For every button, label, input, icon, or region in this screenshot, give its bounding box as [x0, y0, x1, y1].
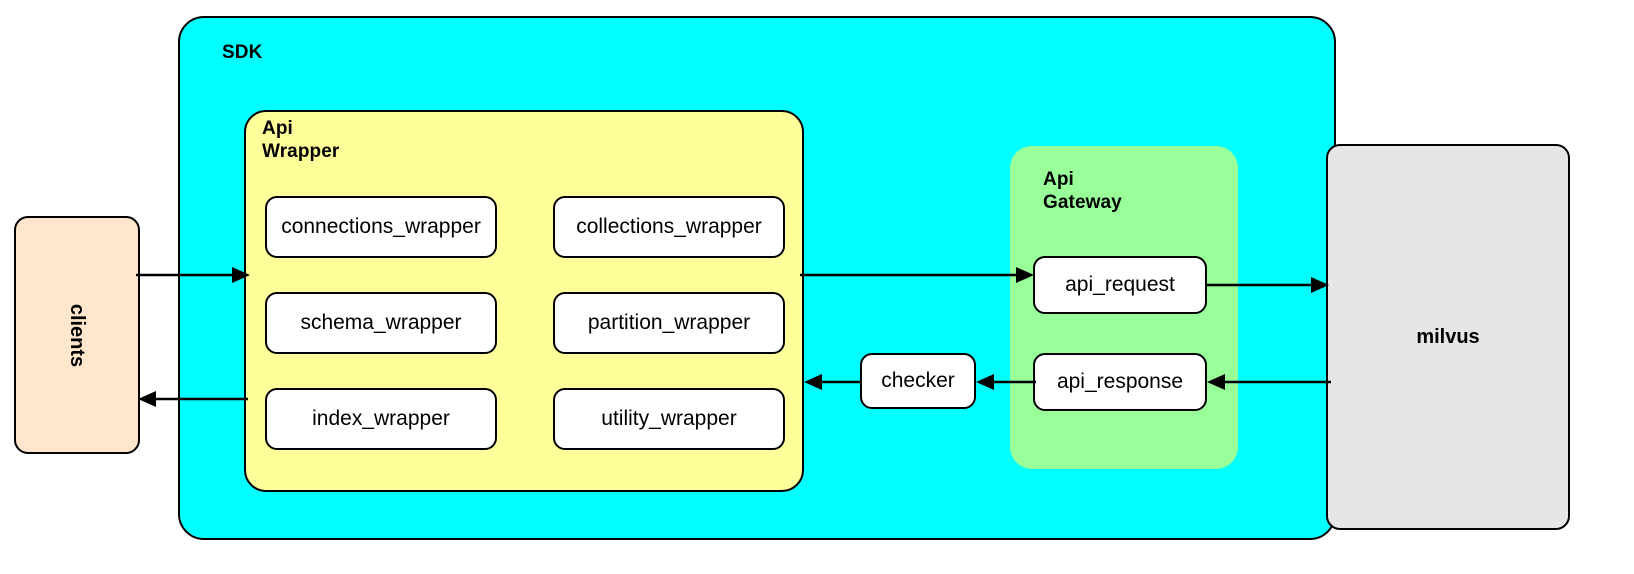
container-sdk-label: SDK	[222, 42, 263, 63]
node-checker[interactable]: checker	[860, 353, 976, 409]
node-index-wrapper[interactable]: index_wrapper	[265, 388, 497, 450]
actor-milvus-label: milvus	[1416, 325, 1480, 348]
node-collections-wrapper[interactable]: collections_wrapper	[553, 196, 785, 258]
node-api-request[interactable]: api_request	[1033, 256, 1207, 314]
node-api-response[interactable]: api_response	[1033, 353, 1207, 411]
node-index-wrapper-label: index_wrapper	[312, 407, 450, 430]
container-api-gateway-label: Api Gateway	[1043, 169, 1122, 214]
container-api-wrapper-label: Api Wrapper	[262, 118, 340, 163]
actor-clients-label: clients	[66, 303, 89, 367]
node-schema-wrapper[interactable]: schema_wrapper	[265, 292, 497, 354]
node-connections-wrapper-label: connections_wrapper	[281, 215, 481, 238]
actor-clients[interactable]: clients	[14, 216, 140, 454]
node-api-request-label: api_request	[1065, 273, 1175, 296]
node-api-response-label: api_response	[1056, 370, 1184, 393]
node-collections-wrapper-label: collections_wrapper	[576, 215, 762, 238]
node-partition-wrapper[interactable]: partition_wrapper	[553, 292, 785, 354]
node-connections-wrapper[interactable]: connections_wrapper	[265, 196, 497, 258]
node-utility-wrapper[interactable]: utility_wrapper	[553, 388, 785, 450]
node-partition-wrapper-label: partition_wrapper	[587, 311, 751, 334]
node-checker-label: checker	[881, 369, 955, 392]
node-utility-wrapper-label: utility_wrapper	[601, 407, 737, 430]
actor-milvus[interactable]: milvus	[1326, 144, 1570, 530]
node-schema-wrapper-label: schema_wrapper	[300, 311, 462, 334]
